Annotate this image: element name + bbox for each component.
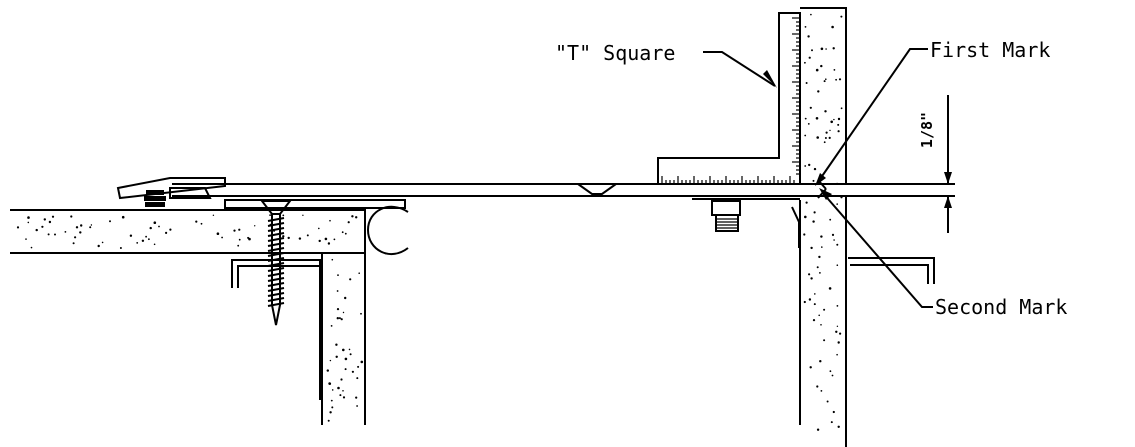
- left-angle-bracket: [231, 259, 321, 400]
- bottom-plate: [224, 199, 406, 209]
- dimension-text: 1/8": [918, 112, 936, 148]
- left-angle-bracket-inner: [237, 265, 320, 288]
- leader-second-mark: [821, 191, 933, 308]
- right-angle-bracket: [848, 257, 935, 284]
- wood-screw: [259, 200, 293, 326]
- bolt-assembly: [692, 195, 800, 232]
- t-square-tool: [657, 12, 801, 184]
- edge-trim-c-shape: [366, 205, 409, 255]
- right-angle-bracket-inner: [850, 264, 929, 284]
- straight-edge: [172, 183, 955, 197]
- leader-t-square: [703, 51, 776, 87]
- label-second-mark: Second Mark: [935, 295, 1067, 319]
- right-concrete-wall: [799, 7, 847, 447]
- label-t-square: "T" Square: [555, 41, 675, 65]
- mark-tick: [791, 206, 800, 248]
- dimension-marker: 1/8": [846, 95, 955, 233]
- left-concrete-slab: [10, 209, 366, 254]
- left-concrete-wall: [321, 253, 366, 425]
- clamp: [116, 177, 226, 207]
- leader-first-mark: [817, 48, 928, 183]
- label-first-mark: First Mark: [930, 38, 1050, 62]
